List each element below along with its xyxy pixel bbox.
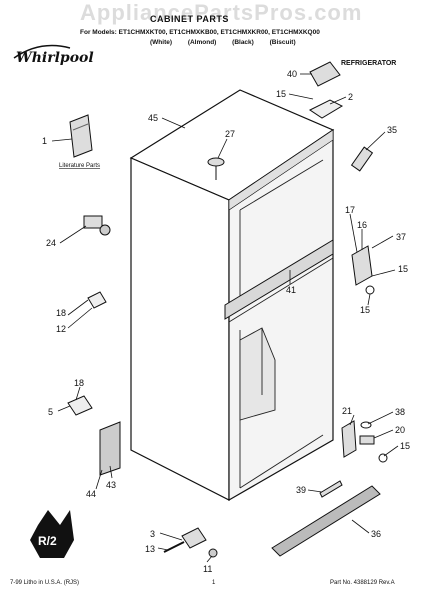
- trim-strip: [319, 480, 343, 498]
- callout-label: 21: [342, 406, 352, 416]
- models-line: For Models: ET1CHMXKT00, ET1CHMXKB00, ET…: [80, 29, 320, 36]
- callout-label: 15: [360, 305, 370, 315]
- callout-label: 2: [348, 92, 353, 102]
- callout-label: 37: [396, 232, 406, 242]
- logo-text: R/2: [38, 534, 57, 548]
- callout-label: 36: [371, 529, 381, 539]
- callout-label: 16: [357, 220, 367, 230]
- callout-label: 18: [56, 308, 66, 318]
- callout-label: 15: [400, 441, 410, 451]
- divider-bar: [224, 239, 334, 320]
- brand-logo: Whirlpool: [16, 50, 94, 66]
- callout-label: 24: [46, 238, 56, 248]
- callout-label: 3: [150, 529, 155, 539]
- bottom-hinge: [341, 420, 388, 463]
- callout-label: 12: [56, 324, 66, 334]
- leader-lines: [51, 73, 399, 563]
- literature-booklet: [69, 114, 93, 158]
- callout-label: 41: [286, 285, 296, 295]
- clip-assembly: [87, 291, 107, 309]
- callout-label: 17: [345, 205, 355, 215]
- top-hinge: [309, 99, 344, 119]
- callout-label: 15: [398, 264, 408, 274]
- colors-line: (White) (Almond) (Black) (Biscuit): [150, 39, 296, 46]
- cabinet-interior: [228, 159, 334, 489]
- callout-label: 27: [225, 129, 235, 139]
- callout-label: 40: [287, 69, 297, 79]
- callout-label: 43: [106, 480, 116, 490]
- leveler-assembly: [163, 527, 218, 558]
- brand-swoosh-icon: [13, 44, 71, 59]
- callout-label: 5: [48, 407, 53, 417]
- callout-label: 1: [42, 136, 47, 146]
- footer-part-number: Part No. 4388129 Rev.A: [330, 580, 395, 586]
- clip-assembly-lower: [67, 395, 93, 416]
- callout-label: 11: [203, 564, 212, 574]
- footer-print-info: 7-99 Litho in U.S.A. (RJS): [10, 580, 80, 586]
- kick-plate: [271, 485, 381, 557]
- callout-label: 13: [145, 544, 155, 554]
- rx-logo-icon: R/2: [30, 510, 74, 558]
- hinge-cover: [309, 61, 341, 87]
- callout-label: 39: [296, 485, 306, 495]
- callout-label: 18: [74, 378, 84, 388]
- callout-label: 20: [395, 425, 405, 435]
- access-plate: [99, 421, 121, 476]
- door-stop: [350, 146, 374, 172]
- callout-label: 44: [86, 489, 96, 499]
- hinge-cap: [207, 157, 225, 167]
- callout-label: 45: [148, 113, 158, 123]
- literature-label: Literature Parts: [59, 163, 100, 169]
- callout-numbers: 40 15 2 45 27 35 1 17 16 37 24 15 41 15 …: [42, 69, 410, 574]
- section-label: REFRIGERATOR: [341, 60, 397, 67]
- callout-label: 15: [276, 89, 286, 99]
- watermark: AppliancePartsPros.com: [80, 0, 363, 25]
- callout-label: 35: [387, 125, 397, 135]
- footer-page-number: 1: [212, 580, 216, 586]
- valve-assembly: [83, 215, 111, 236]
- callout-label: 38: [395, 407, 405, 417]
- diagram-title: CABINET PARTS: [150, 14, 229, 24]
- center-hinge: [351, 245, 375, 295]
